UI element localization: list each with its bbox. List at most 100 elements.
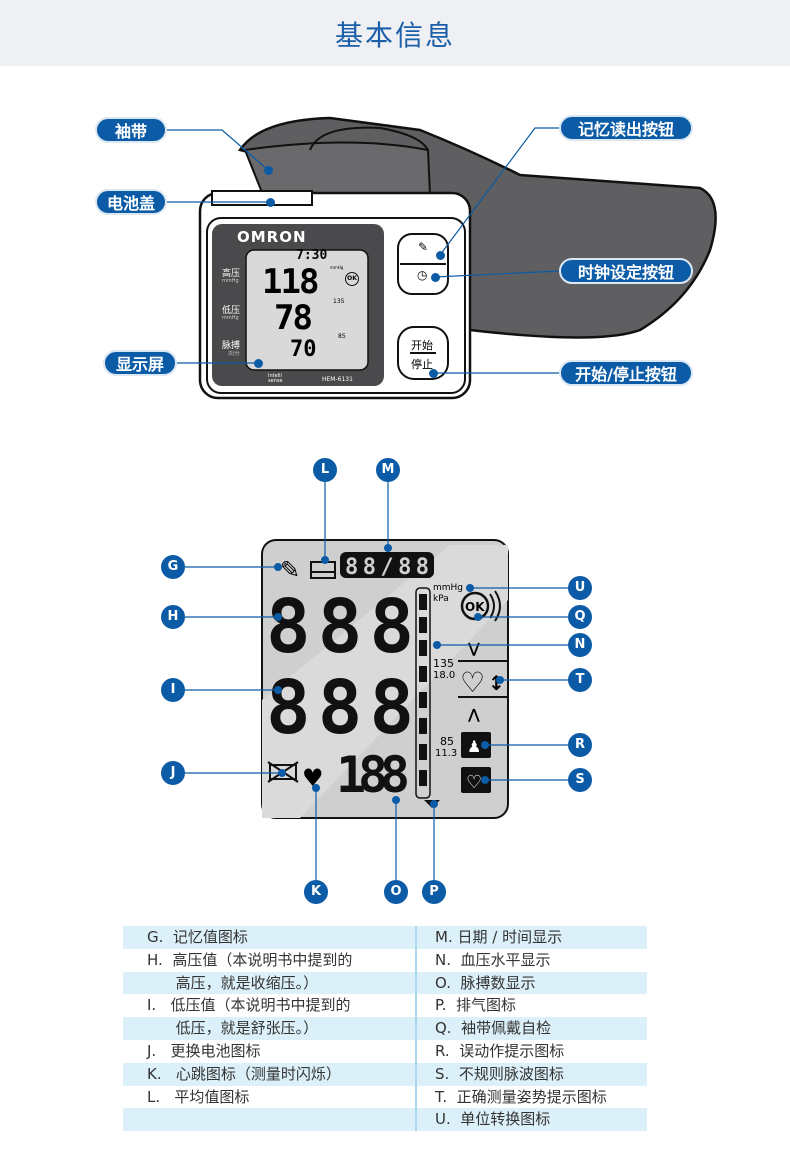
callout-i: I: [161, 678, 185, 702]
legend-row: L. 平均值图标 T. 正确测量姿势提示图标: [123, 1085, 647, 1109]
dia-unit: mmHg: [222, 315, 239, 321]
model-number: HEM-6131: [322, 376, 353, 383]
low-mark-kpa: 11.3: [435, 748, 457, 759]
legend-row: G. 记忆值图标 M. 日期 / 时间显示: [123, 926, 647, 949]
callout-t: T: [568, 668, 592, 692]
label-cuff: 袖带: [95, 117, 167, 143]
motion-icon: [461, 732, 491, 758]
legend-left-cell: [123, 1108, 415, 1131]
callout-n: N: [568, 633, 592, 657]
callout-s: S: [568, 768, 592, 792]
sys-unit: mmHg: [222, 278, 239, 284]
unit-mmhg: mmHg: [433, 583, 463, 593]
legend-left-cell: I. 低压值（本说明书中提到的: [147, 996, 351, 1015]
high-mark-mmhg: 135: [433, 657, 454, 670]
start-dot: [429, 369, 438, 378]
screen-unit: mmHg: [330, 265, 344, 270]
label-start-stop-button: 开始/停止按钮: [559, 360, 693, 386]
callout-k: K: [304, 880, 328, 904]
pulse-unit: 次/分: [228, 351, 240, 357]
legend-right-cell: M. 日期 / 时间显示: [415, 926, 647, 949]
lcd-diagram: 888 888 188 88/88 ✎ mmHg kPa OK ⋁ 135 18…: [185, 482, 568, 880]
memory-dot: [436, 251, 445, 260]
ok-icon: OK: [345, 272, 359, 286]
legend-right-cell: T. 正确测量姿势提示图标: [415, 1085, 647, 1109]
legend-right-cell: U. 单位转换图标: [415, 1108, 647, 1132]
screen-mark-high: 135: [333, 298, 345, 305]
legend-left-cell: K. 心跳图标（测量时闪烁）: [147, 1064, 341, 1083]
unit-kpa: kPa: [433, 594, 449, 604]
legend-right-cell: R. 误动作提示图标: [415, 1039, 647, 1063]
legend-left-cell: L. 平均值图标: [147, 1087, 250, 1106]
legend-row: J. 更换电池图标 R. 误动作提示图标: [123, 1039, 647, 1063]
label-clock-button: 时钟设定按钮: [559, 258, 693, 284]
up-arrow-icon: ⋀: [468, 707, 480, 723]
screen-mark-low: 85: [338, 333, 346, 340]
legend-right-cell: P. 排气图标: [415, 994, 647, 1018]
legend-right-cell: O. 脉搏数显示: [415, 971, 647, 995]
sys-digits: 888: [266, 584, 414, 670]
cuff-check-icon: OK: [465, 600, 485, 614]
svg-text:♟: ♟: [467, 737, 481, 756]
sys-label: 高压: [222, 269, 241, 279]
pulse-label: 脉搏: [222, 341, 241, 351]
legend-table: G. 记忆值图标 M. 日期 / 时间显示 H. 高压值（本说明书中提到的 N. 血压…: [123, 926, 647, 1132]
battery-dot: [266, 198, 275, 207]
legend-left-cell: G. 记忆值图标: [147, 928, 248, 946]
page-title: 基本信息: [334, 19, 455, 52]
callout-g: G: [161, 555, 185, 579]
memory-icon: ✎: [280, 556, 300, 584]
screen-pulse: 70: [290, 337, 317, 362]
dia-label: 低压: [222, 306, 241, 316]
callout-m: M: [376, 458, 400, 482]
date-time-digits: 88/88: [345, 555, 429, 580]
callout-u: U: [568, 576, 592, 600]
posture-heart-icon: ♡: [460, 666, 485, 699]
legend-left-cell: 低压，就是舒张压。）: [147, 1019, 319, 1038]
brand-logo: OMRON: [237, 228, 307, 246]
clock-icon[interactable]: ◷: [417, 268, 428, 282]
callout-h: H: [161, 605, 185, 629]
stop-label[interactable]: 停止: [411, 358, 433, 371]
label-battery-cover: 电池盖: [95, 189, 167, 215]
callout-p: P: [422, 880, 446, 904]
pulse-digits: 188: [336, 746, 410, 804]
legend-row: 低压，就是舒张压。） Q. 袖带佩戴自检: [123, 1017, 647, 1040]
dia-digits: 888: [266, 665, 414, 751]
irregular-pulse-icon: [461, 767, 491, 793]
legend-row: I. 低压值（本说明书中提到的 P. 排气图标: [123, 994, 647, 1018]
callout-l: L: [313, 458, 337, 482]
down-arrow-icon: ⋁: [468, 641, 480, 657]
callout-q: Q: [568, 605, 592, 629]
screen-dia: 78: [274, 298, 313, 338]
screen-time: 7:30: [296, 248, 328, 263]
clock-dot: [431, 273, 440, 282]
header-band: [0, 0, 790, 66]
legend-right-cell: S. 不规则脉波图标: [415, 1062, 647, 1086]
legend-row: H. 高压值（本说明书中提到的 N. 血压水平显示: [123, 948, 647, 972]
callout-j: J: [161, 761, 185, 785]
legend-left-cell: H. 高压值（本说明书中提到的: [147, 950, 353, 969]
callout-o: O: [384, 880, 408, 904]
screen-sys: 118: [262, 262, 319, 302]
label-memory-button: 记忆读出按钮: [559, 115, 693, 141]
legend-left-cell: 高压，就是收缩压。）: [147, 973, 319, 992]
legend-left-cell: J. 更换电池图标: [147, 1041, 261, 1060]
bp-level-bars: [419, 594, 427, 786]
cuff-dot: [264, 166, 273, 175]
display-dot: [254, 359, 263, 368]
start-label[interactable]: 开始: [411, 339, 433, 352]
low-mark-mmhg: 85: [440, 735, 454, 748]
legend-row: 高压，就是收缩压。） O. 脉搏数显示: [123, 971, 647, 995]
legend-right-cell: Q. 袖带佩戴自检: [415, 1017, 647, 1040]
device-illustration: [166, 116, 717, 400]
callout-r: R: [568, 733, 592, 757]
high-mark-kpa: 18.0: [433, 670, 455, 681]
legend-right-cell: N. 血压水平显示: [415, 948, 647, 972]
label-display: 显示屏: [103, 350, 177, 376]
memory-icon[interactable]: ✎: [418, 240, 429, 254]
legend-row: K. 心跳图标（测量时闪烁） S. 不规则脉波图标: [123, 1062, 647, 1086]
svg-text:♡: ♡: [466, 772, 482, 793]
legend-row: U. 单位转换图标: [123, 1108, 647, 1132]
